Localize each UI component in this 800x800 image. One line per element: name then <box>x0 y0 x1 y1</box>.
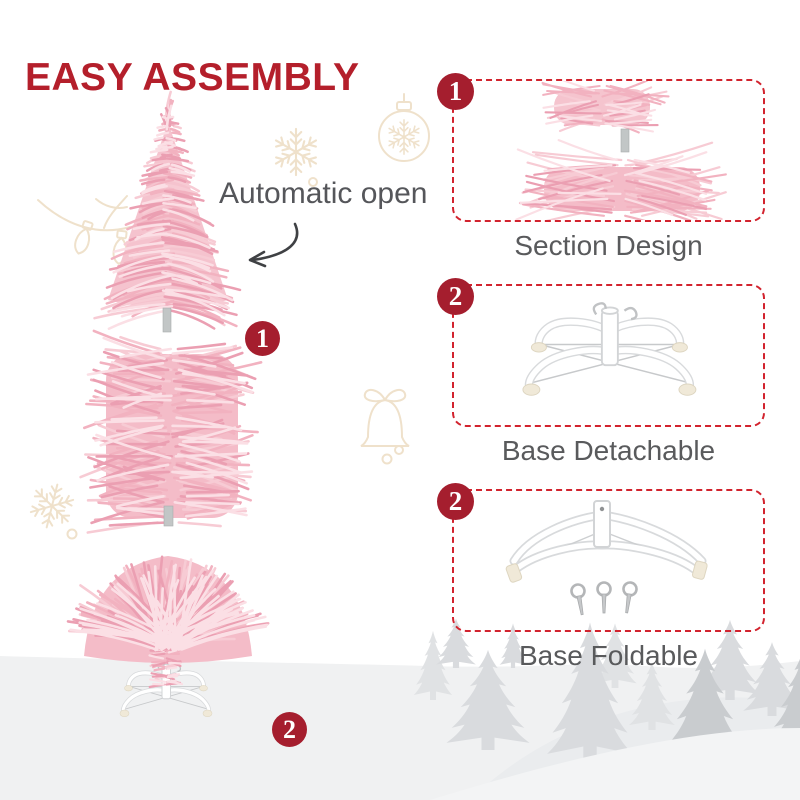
wing-screws <box>570 581 638 616</box>
panel-2-caption: Base Detachable <box>501 435 716 466</box>
page-title: EASY ASSEMBLY <box>25 56 360 100</box>
dot-ornament-icon <box>66 528 78 540</box>
panel-3-image-box <box>452 489 765 632</box>
bauble-icon <box>378 93 430 162</box>
snow-hill-front <box>430 728 800 800</box>
tree-sections-image <box>515 81 727 220</box>
pink-tree-open <box>93 90 242 333</box>
dot-ornament-icon <box>308 177 318 187</box>
panel-2-image-box <box>452 284 765 427</box>
panel-1-image-box <box>452 79 765 222</box>
panel-3-badge: 2 <box>437 483 474 520</box>
tree-stand <box>119 661 213 718</box>
tree-stand <box>522 302 697 396</box>
panel-section-design: 1 Section Design <box>437 73 765 262</box>
pink-tree-section-folded <box>79 329 263 534</box>
panel-3-caption: Base Foldable <box>518 640 698 671</box>
panel-1-badge: 1 <box>437 73 474 110</box>
tree-stand-image <box>522 302 697 396</box>
folded-base-image <box>505 500 708 616</box>
panel-2-badge: 2 <box>437 278 474 315</box>
panel-base-foldable: 2 <box>437 483 765 672</box>
bell-icon <box>360 388 410 455</box>
string-lights-icon <box>37 195 131 265</box>
dot-ornament-icon <box>381 453 393 465</box>
automatic-open-label: Automatic open <box>219 177 428 210</box>
step-2-badge: 2 <box>272 712 307 747</box>
step-1-badge: 1 <box>245 321 280 356</box>
panel-1-caption: Section Design <box>514 230 703 261</box>
curved-arrow-icon <box>248 222 299 268</box>
panel-base-detachable: 2 Base Detachable <box>437 278 765 467</box>
folded-base <box>505 500 708 583</box>
pink-tree-on-stand <box>66 555 270 718</box>
